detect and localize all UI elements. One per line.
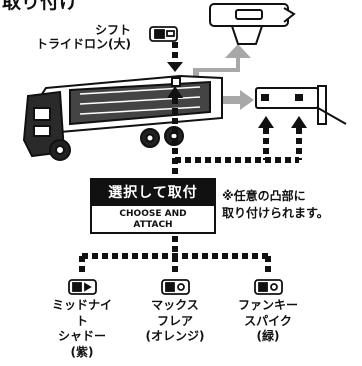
shift-car-label: シフト トライドロン(大) bbox=[36, 23, 131, 52]
shift-car-label-line1: シフト bbox=[94, 23, 131, 37]
trailer-truck bbox=[22, 74, 223, 161]
option-max-flare: マックス フレア (オレンジ) bbox=[140, 298, 210, 345]
attach-note-line1: ※任意の凸部に bbox=[222, 189, 306, 203]
choose-label-jp: 選択して取付 bbox=[92, 180, 214, 206]
shift-car-icon bbox=[149, 26, 178, 42]
attach-note-line2: 取り付けられます。 bbox=[222, 206, 329, 221]
option-funky-spike-line1: ファンキー bbox=[237, 298, 298, 312]
choose-label-en: CHOOSE AND ATTACH bbox=[92, 206, 214, 231]
shift-car-icon-max-flare bbox=[161, 279, 190, 295]
page-title: 取り付け bbox=[2, 0, 79, 13]
shift-car-icon-midnight-shadow bbox=[68, 279, 97, 295]
option-midnight-shadow-line3: (紫) bbox=[70, 344, 94, 359]
option-midnight-shadow: ミッドナイト シャドー (紫) bbox=[47, 298, 117, 360]
option-funky-spike-line3: (緑) bbox=[256, 329, 280, 344]
choose-label-en-line1: CHOOSE AND bbox=[119, 209, 187, 219]
option-funky-spike: ファンキー スパイク (緑) bbox=[233, 298, 303, 345]
choose-and-attach-box: 選択して取付 CHOOSE AND ATTACH bbox=[90, 178, 216, 234]
shift-car-icon-funky-spike bbox=[254, 279, 283, 295]
option-max-flare-line2: フレア bbox=[156, 313, 193, 328]
choose-label-en-line2: ATTACH bbox=[133, 220, 173, 230]
attach-note: ※任意の凸部に 取り付けられます。 bbox=[222, 188, 329, 223]
gray-arrow-to-ramp bbox=[222, 90, 254, 110]
gray-arrow-to-top bbox=[193, 44, 251, 86]
ramp-piece bbox=[255, 85, 347, 125]
option-max-flare-line1: マックス bbox=[151, 298, 199, 312]
option-midnight-shadow-line1: ミッドナイト bbox=[51, 298, 112, 328]
black-arrowheads bbox=[167, 62, 307, 128]
shift-car-label-line2: トライドロン(大) bbox=[36, 36, 131, 51]
dashed-connectors bbox=[79, 42, 302, 276]
top-cannon-part bbox=[209, 3, 296, 45]
option-midnight-shadow-line2: シャドー bbox=[57, 329, 106, 344]
option-max-flare-line3: (オレンジ) bbox=[145, 329, 205, 344]
option-funky-spike-line2: スパイク bbox=[244, 313, 292, 328]
